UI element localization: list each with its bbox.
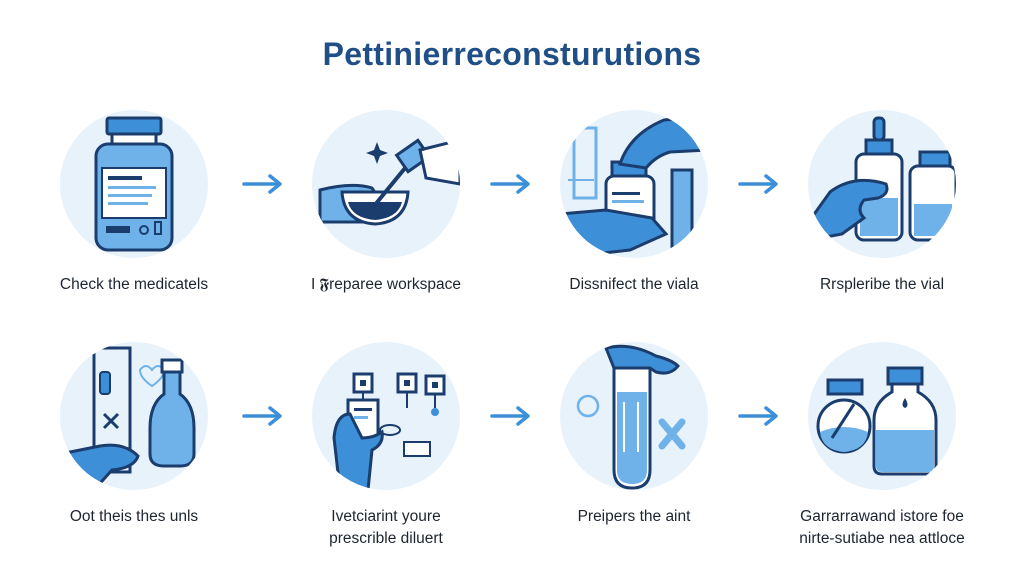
page-title: Pettinierreconsturutions bbox=[322, 36, 702, 72]
step-2-label: I 𝕱reparee workspace bbox=[311, 276, 461, 293]
step-3-label: Dissnifect the viala bbox=[569, 276, 699, 293]
workspace-bowl-icon bbox=[318, 138, 460, 226]
step-6-label: Ivetciarint youre prescrible diluert bbox=[329, 508, 443, 547]
step-3-circle bbox=[560, 110, 708, 258]
arrow-icon bbox=[738, 406, 778, 426]
step-5-circle bbox=[60, 342, 208, 490]
arrow-icon bbox=[738, 174, 778, 194]
step-8-label: Garrarrawand istore foe nirte-sutiabe ne… bbox=[799, 508, 965, 547]
step-7-label: Preipers the aint bbox=[577, 508, 691, 525]
arrow-icon bbox=[242, 174, 282, 194]
step-8-circle bbox=[808, 342, 956, 490]
step-5-label: Oot theis thes unls bbox=[69, 508, 199, 525]
test-tube-hand-icon bbox=[60, 346, 196, 490]
vial-dropper-icon bbox=[808, 116, 956, 242]
step-2-circle bbox=[312, 110, 460, 258]
step-4-circle bbox=[808, 110, 956, 258]
step-4-label: Rrspleribe the vial bbox=[819, 276, 945, 293]
disinfect-vial-icon bbox=[560, 114, 708, 258]
arrow-icon bbox=[490, 406, 530, 426]
arrow-icon bbox=[242, 406, 282, 426]
medicine-bottle-icon bbox=[94, 116, 174, 252]
test-tube-icon bbox=[576, 344, 686, 490]
step-7-circle bbox=[560, 342, 708, 490]
step-6-circle bbox=[312, 342, 460, 490]
checklist-hand-icon bbox=[332, 372, 446, 490]
step-1-circle bbox=[60, 110, 208, 258]
storage-bottle-icon bbox=[816, 366, 938, 476]
step-1-label: Check the medicatels bbox=[59, 276, 209, 293]
arrow-icon bbox=[490, 174, 530, 194]
